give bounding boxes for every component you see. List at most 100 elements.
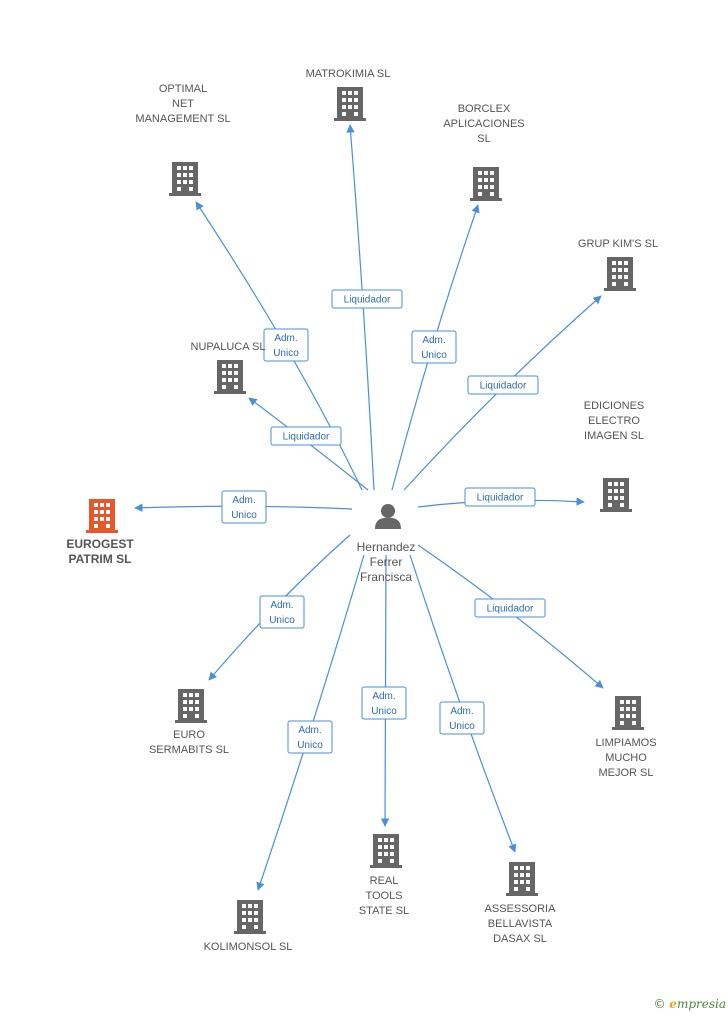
- company-label: GRUP KIM'S SL: [578, 238, 658, 250]
- relation-box: [263, 328, 309, 362]
- company-node-assessoria[interactable]: ASSESSORIA BELLAVISTA DASAX SL: [485, 862, 557, 945]
- relation-box: [439, 701, 485, 735]
- building-icon: [175, 689, 207, 723]
- relation-text: Liquidador: [344, 295, 391, 306]
- relation-label-assessoria[interactable]: Adm. Unico: [439, 701, 485, 735]
- company-label: TOOLS: [365, 890, 402, 902]
- company-label: IMAGEN SL: [584, 430, 644, 442]
- building-icon: [169, 162, 201, 196]
- relation-label-ediciones[interactable]: Liquidador: [464, 487, 536, 507]
- company-label: MANAGEMENT SL: [135, 113, 230, 125]
- company-label: ASSESSORIA: [485, 903, 557, 915]
- building-icon: [600, 478, 632, 512]
- company-node-eurosermabits[interactable]: EURO SERMABITS SL: [149, 689, 229, 756]
- relation-label-nupaluca[interactable]: Liquidador: [270, 426, 342, 446]
- relation-box: [411, 330, 457, 364]
- copyright-icon: ©: [653, 997, 666, 1011]
- edges-layer: [134, 124, 604, 891]
- center-label-line: Ferrer: [370, 555, 403, 569]
- relation-box: [287, 720, 333, 754]
- relation-box: [331, 289, 403, 309]
- building-icon: [506, 862, 538, 896]
- relation-text: Unico: [269, 615, 295, 626]
- relation-text: Adm.: [232, 495, 255, 506]
- relation-text: Adm.: [298, 725, 321, 736]
- relation-text: Liquidador: [480, 381, 527, 392]
- center-label-line: Hernandez: [357, 540, 416, 554]
- relation-labels-layer: LiquidadorAdm.UnicoAdm.UnicoLiquidadorLi…: [221, 289, 546, 754]
- company-node-kolimonsol[interactable]: KOLIMONSOL SL: [204, 900, 293, 953]
- relation-text: Unico: [297, 740, 323, 751]
- company-node-matrokimia[interactable]: MATROKIMIA SL: [306, 68, 391, 121]
- relation-label-kolimonsol[interactable]: Adm. Unico: [287, 720, 333, 754]
- brand-initial: e: [669, 997, 677, 1011]
- building-icon: [214, 360, 246, 394]
- building-icon: [86, 499, 118, 533]
- company-label: OPTIMAL: [159, 83, 207, 95]
- empresia-brand[interactable]: © empresia: [653, 997, 726, 1011]
- relation-box: [221, 490, 267, 524]
- company-label: APLICACIONES: [443, 118, 524, 130]
- relation-box: [270, 426, 342, 446]
- company-label: NET: [172, 98, 194, 110]
- relation-box: [259, 595, 305, 629]
- brand-name: mpresia: [676, 997, 726, 1011]
- company-node-optimal[interactable]: OPTIMAL NET MANAGEMENT SL: [135, 83, 231, 196]
- relation-text: Adm.: [274, 333, 297, 344]
- relation-label-borclex[interactable]: Adm. Unico: [411, 330, 457, 364]
- company-node-nupaluca[interactable]: NUPALUCA SL: [191, 341, 266, 394]
- relation-text: Liquidador: [477, 493, 524, 504]
- company-node-grupkims[interactable]: GRUP KIM'S SL: [578, 238, 658, 291]
- relation-text: Liquidador: [283, 432, 330, 443]
- company-label: BORCLEX: [458, 103, 511, 115]
- relation-label-limpiamos[interactable]: Liquidador: [474, 598, 546, 618]
- building-icon: [370, 834, 402, 868]
- relation-box: [474, 598, 546, 618]
- relation-text: Unico: [449, 721, 475, 732]
- company-label: MATROKIMIA SL: [306, 68, 391, 80]
- company-label: MEJOR SL: [598, 767, 653, 779]
- relation-text: Unico: [273, 348, 299, 359]
- relation-text: Unico: [371, 706, 397, 717]
- relation-label-grupkims[interactable]: Liquidador: [467, 375, 539, 395]
- company-label: ELECTRO: [588, 415, 640, 427]
- building-icon: [334, 87, 366, 121]
- relation-text: Liquidador: [487, 604, 534, 615]
- company-label: MUCHO: [605, 752, 647, 764]
- relation-label-optimal[interactable]: Adm. Unico: [263, 328, 309, 362]
- person-icon: [375, 504, 401, 529]
- relation-box: [467, 375, 539, 395]
- relation-label-eurosermabits[interactable]: Adm. Unico: [259, 595, 305, 629]
- company-label: BELLAVISTA: [488, 918, 553, 930]
- building-icon: [612, 696, 644, 730]
- relation-text: Adm.: [422, 335, 445, 346]
- relation-text: Unico: [231, 510, 257, 521]
- company-node-ediciones[interactable]: EDICIONES ELECTRO IMAGEN SL: [584, 400, 645, 512]
- relation-box: [464, 487, 536, 507]
- company-label: SERMABITS SL: [149, 744, 229, 756]
- relation-text: Unico: [421, 350, 447, 361]
- relation-label-matrokimia[interactable]: Liquidador: [331, 289, 403, 309]
- relation-label-realtools[interactable]: Adm. Unico: [361, 686, 407, 720]
- nodes-layer: MATROKIMIA SL OPTIMAL NET MANAGEMENT SL BORC…: [66, 68, 658, 953]
- building-icon: [604, 257, 636, 291]
- company-label: EUROGEST: [66, 537, 134, 551]
- relation-label-eurogest[interactable]: Adm. Unico: [221, 490, 267, 524]
- company-label: LIMPIAMOS: [595, 737, 656, 749]
- company-node-limpiamos[interactable]: LIMPIAMOS MUCHO MEJOR SL: [595, 696, 657, 779]
- company-label: EDICIONES: [584, 400, 645, 412]
- relation-text: Adm.: [372, 691, 395, 702]
- company-label: DASAX SL: [493, 933, 547, 945]
- company-label: EURO: [173, 729, 205, 741]
- relation-text: Adm.: [450, 706, 473, 717]
- company-label: PATRIM SL: [69, 552, 132, 566]
- company-label: STATE SL: [359, 905, 409, 917]
- center-label-line: Francisca: [360, 570, 412, 584]
- relation-text: Adm.: [270, 600, 293, 611]
